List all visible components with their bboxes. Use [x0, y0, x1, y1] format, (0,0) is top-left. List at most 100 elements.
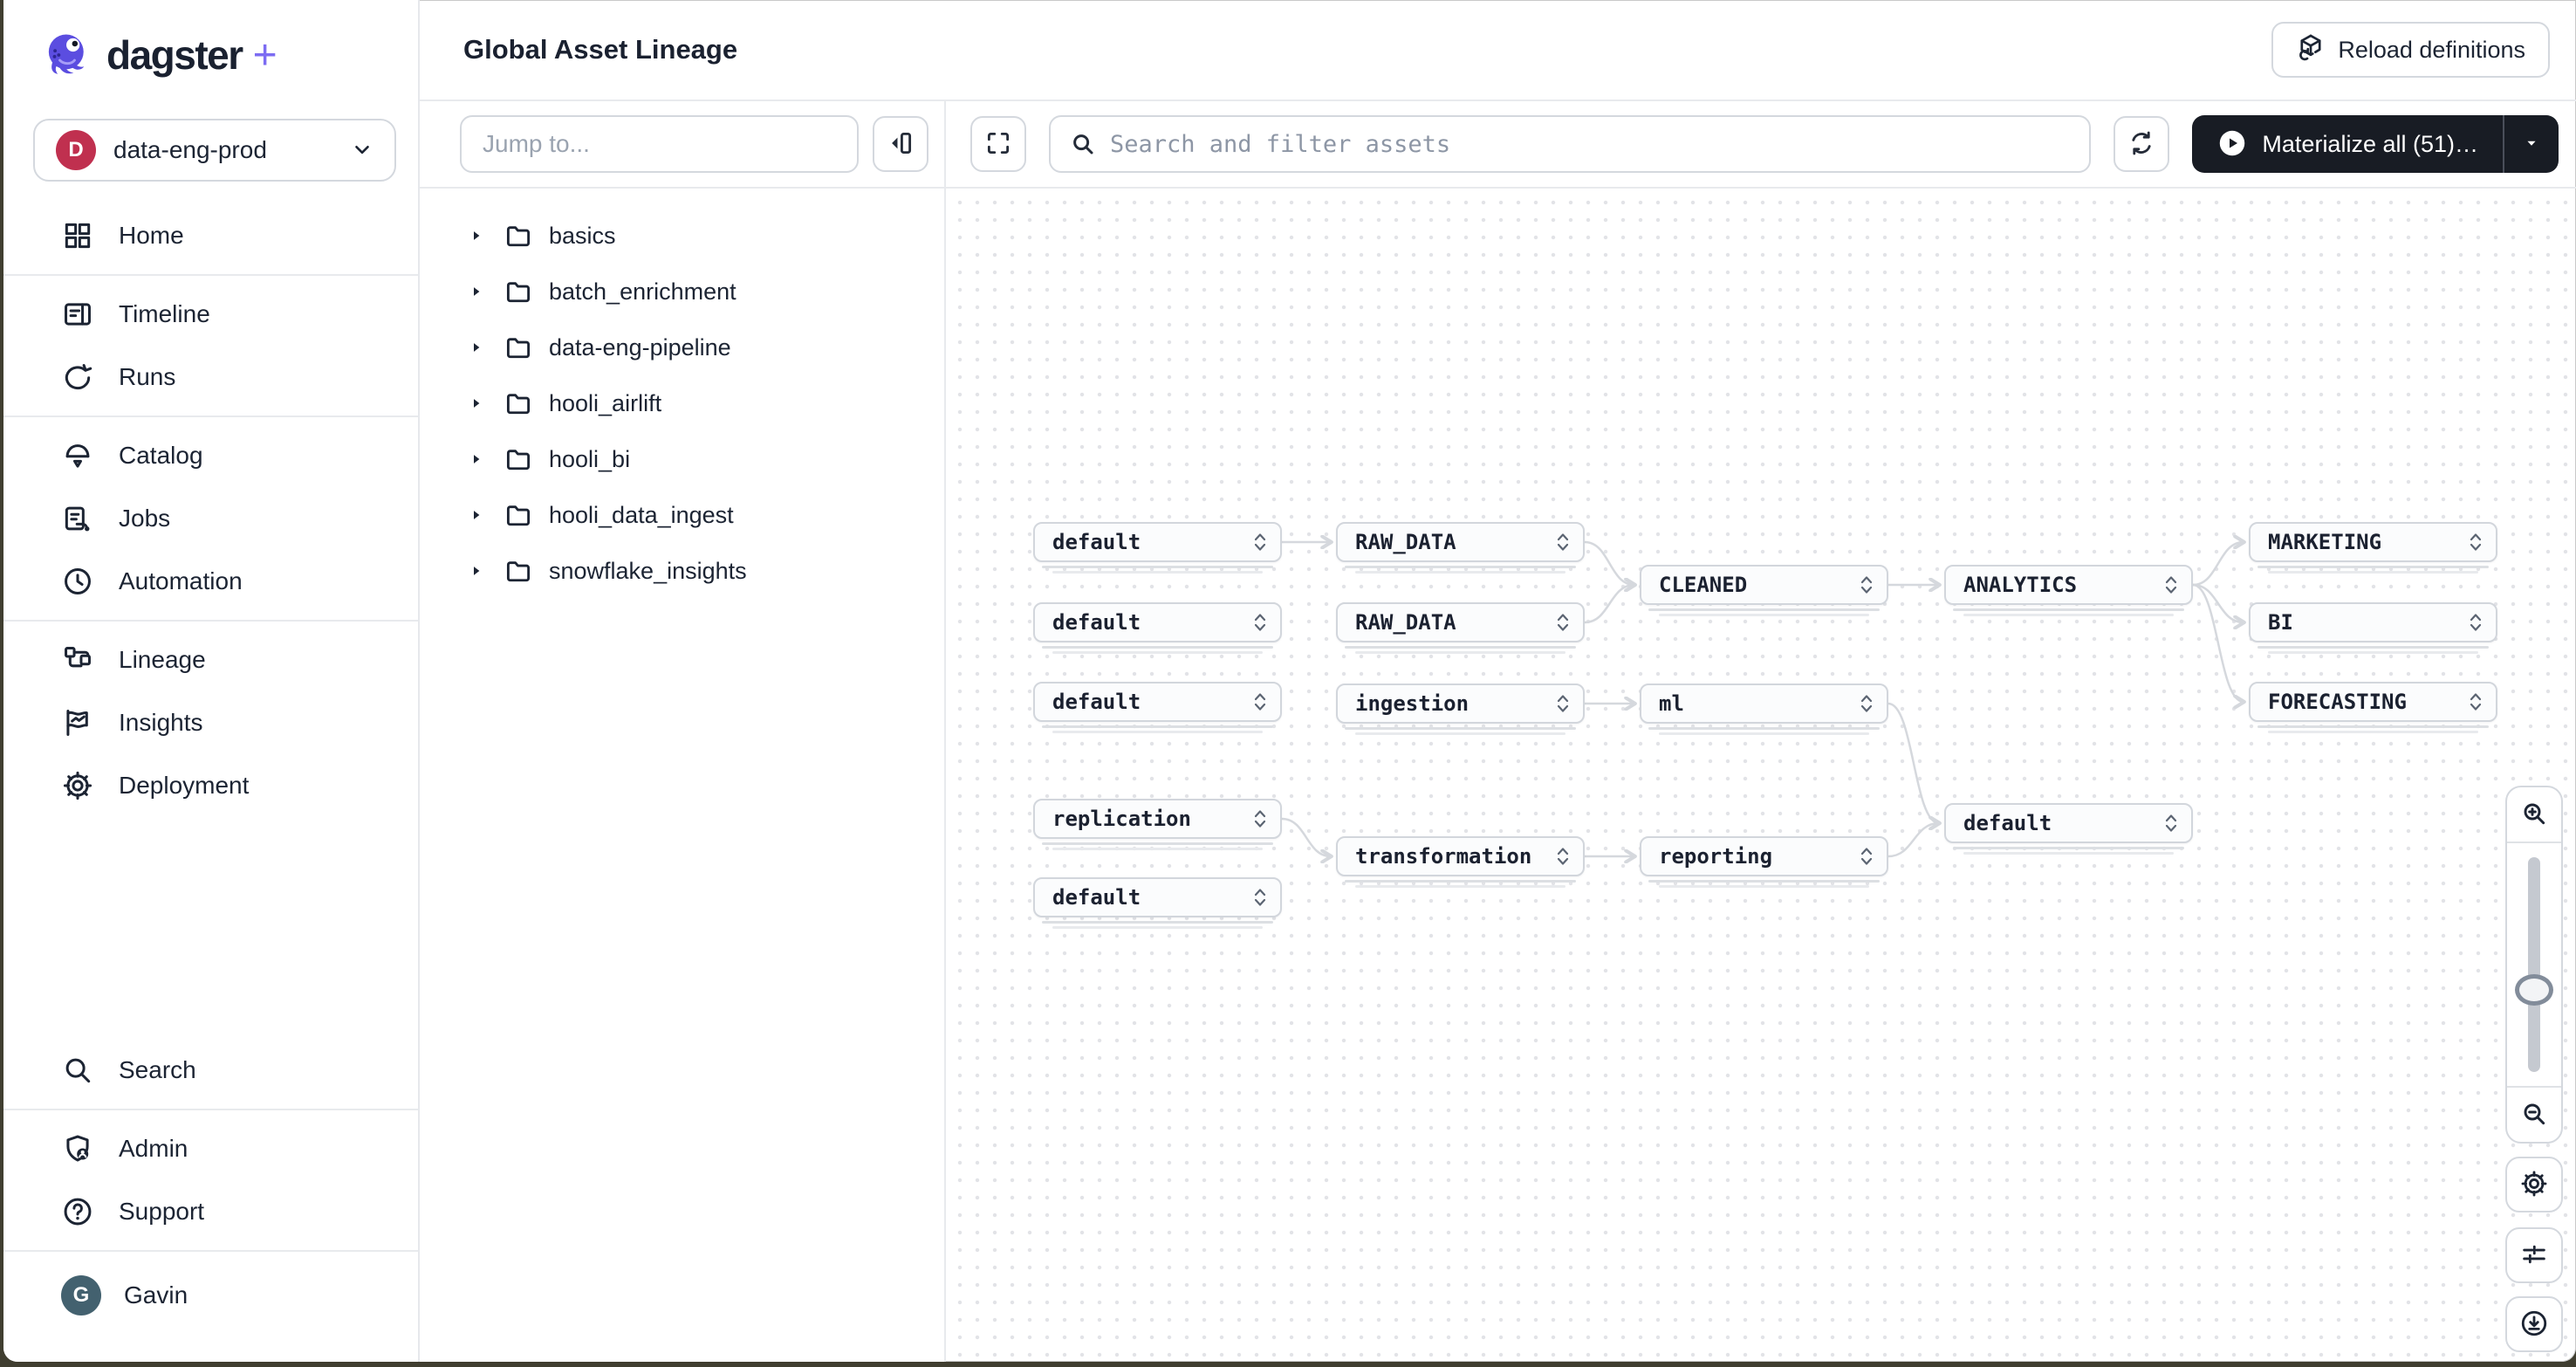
clock-icon: [61, 565, 94, 598]
toolbar-left: [420, 101, 946, 187]
graph-group-node-ml[interactable]: ml: [1640, 684, 1888, 735]
sidebar-item-search[interactable]: Search: [3, 1039, 418, 1102]
graph-group-node-marketing[interactable]: MARKETING: [2249, 522, 2497, 574]
tree-folder-label: hooli_data_ingest: [549, 501, 734, 528]
graph-group-node-reporting[interactable]: reporting: [1640, 836, 1888, 888]
group-node-label: reporting: [1659, 844, 1773, 869]
group-node-label: RAW_DATA: [1355, 530, 1456, 554]
graph-filters-button[interactable]: [2505, 1227, 2563, 1283]
sidebar-item-label: Insights: [119, 709, 203, 736]
tree-folder-basics[interactable]: basics: [420, 208, 944, 264]
lineage-edges: [1281, 189, 2576, 1362]
expand-collapse-icon[interactable]: [1252, 531, 1268, 553]
collapse-panel-button[interactable]: [873, 116, 928, 172]
reload-definitions-button[interactable]: Reload definitions: [2271, 22, 2550, 78]
tree-folder-hooli_airlift[interactable]: hooli_airlift: [420, 375, 944, 431]
tree-folder-label: hooli_bi: [549, 445, 631, 472]
jump-to-input[interactable]: [460, 115, 859, 173]
materialize-options-button[interactable]: [2503, 115, 2559, 173]
materialize-all-button[interactable]: Materialize all (51)…: [2192, 115, 2503, 173]
expand-collapse-icon[interactable]: [2163, 812, 2179, 835]
zoom-out-icon: [2520, 1100, 2548, 1130]
expand-collapse-icon[interactable]: [1252, 690, 1268, 713]
graph-group-node-default_3[interactable]: default: [1033, 682, 1282, 733]
sidebar-item-runs[interactable]: Runs: [3, 346, 418, 409]
user-menu[interactable]: G Gavin: [3, 1259, 418, 1332]
expand-collapse-icon[interactable]: [1252, 886, 1268, 909]
deployment-avatar: D: [56, 130, 96, 170]
caret-right-icon[interactable]: [469, 394, 488, 413]
expand-collapse-icon[interactable]: [2468, 690, 2484, 713]
zoom-slider-thumb[interactable]: [2515, 974, 2553, 1006]
expand-collapse-icon[interactable]: [1252, 611, 1268, 634]
sidebar-item-support[interactable]: Support: [3, 1180, 418, 1243]
graph-group-node-replication[interactable]: replication: [1033, 799, 1282, 850]
expand-collapse-icon[interactable]: [1555, 692, 1571, 715]
graph-group-node-cleaned[interactable]: CLEANED: [1640, 565, 1888, 616]
expand-collapse-icon[interactable]: [1859, 574, 1874, 596]
expand-collapse-icon[interactable]: [1555, 531, 1571, 553]
user-name: Gavin: [124, 1281, 188, 1309]
graph-group-node-raw_data_1[interactable]: RAW_DATA: [1336, 522, 1585, 574]
sidebar-item-jobs[interactable]: Jobs: [3, 487, 418, 550]
group-node-label: default: [1052, 530, 1141, 554]
caret-right-icon[interactable]: [469, 505, 488, 525]
caret-right-icon[interactable]: [469, 226, 488, 245]
graph-group-node-default_5[interactable]: default: [1033, 877, 1282, 929]
caret-right-icon[interactable]: [469, 450, 488, 469]
expand-collapse-icon[interactable]: [1555, 611, 1571, 634]
main-area: Global Asset Lineage Reload definitions: [420, 0, 2576, 1362]
caret-right-icon[interactable]: [469, 282, 488, 301]
tree-folder-hooli_data_ingest[interactable]: hooli_data_ingest: [420, 487, 944, 543]
jobs-icon: [61, 502, 94, 535]
group-node-label: default: [1052, 610, 1141, 635]
expand-collapse-icon[interactable]: [1859, 692, 1874, 715]
deployment-selector[interactable]: D data-eng-prod: [33, 119, 396, 182]
expand-collapse-icon[interactable]: [1252, 807, 1268, 830]
sidebar-divider: [3, 620, 418, 622]
play-circle-icon: [2216, 127, 2248, 161]
graph-group-node-transformation[interactable]: transformation: [1336, 836, 1585, 888]
refresh-button[interactable]: [2114, 116, 2170, 172]
expand-collapse-icon[interactable]: [2163, 574, 2179, 596]
graph-group-node-default_1[interactable]: default: [1033, 522, 1282, 574]
insights-icon: [61, 706, 94, 739]
expand-collapse-icon[interactable]: [2468, 611, 2484, 634]
graph-group-node-raw_data_2[interactable]: RAW_DATA: [1336, 602, 1585, 654]
graph-group-node-default_2[interactable]: default: [1033, 602, 1282, 654]
sidebar-item-timeline[interactable]: Timeline: [3, 283, 418, 346]
graph-group-node-bi[interactable]: BI: [2249, 602, 2497, 654]
expand-collapse-icon[interactable]: [1555, 845, 1571, 868]
sidebar-item-lineage[interactable]: Lineage: [3, 629, 418, 691]
graph-settings-button[interactable]: [2505, 1157, 2563, 1212]
zoom-out-button[interactable]: [2507, 1086, 2561, 1142]
sidebar-item-catalog[interactable]: Catalog: [3, 424, 418, 487]
expand-collapse-icon[interactable]: [2468, 531, 2484, 553]
graph-group-node-default_4[interactable]: default: [1944, 803, 2193, 855]
sidebar-item-admin[interactable]: Admin: [3, 1117, 418, 1180]
graph-group-node-forecasting[interactable]: FORECASTING: [2249, 682, 2497, 733]
sidebar-item-home[interactable]: Home: [3, 204, 418, 267]
graph-group-node-analytics[interactable]: ANALYTICS: [1944, 565, 2193, 616]
tree-folder-data-eng-pipeline[interactable]: data-eng-pipeline: [420, 319, 944, 375]
fullscreen-button[interactable]: [970, 116, 1026, 172]
graph-group-node-ingestion[interactable]: ingestion: [1336, 684, 1585, 735]
tree-folder-hooli_bi[interactable]: hooli_bi: [420, 431, 944, 487]
tree-folder-snowflake_insights[interactable]: snowflake_insights: [420, 543, 944, 599]
zoom-in-button[interactable]: [2507, 787, 2561, 843]
sliders-icon: [2519, 1240, 2549, 1272]
download-image-button[interactable]: [2505, 1296, 2563, 1352]
sidebar-item-automation[interactable]: Automation: [3, 550, 418, 613]
download-icon: [2519, 1309, 2549, 1341]
sidebar-item-deployment[interactable]: Deployment: [3, 754, 418, 817]
sidebar-item-insights[interactable]: Insights: [3, 691, 418, 754]
asset-search-input[interactable]: [1110, 130, 2071, 158]
expand-collapse-icon[interactable]: [1859, 845, 1874, 868]
caret-right-icon[interactable]: [469, 561, 488, 580]
caret-right-icon[interactable]: [469, 338, 488, 357]
group-node-label: default: [1963, 811, 2052, 835]
brand-logo[interactable]: dagster +: [3, 0, 418, 80]
tree-folder-batch_enrichment[interactable]: batch_enrichment: [420, 264, 944, 319]
